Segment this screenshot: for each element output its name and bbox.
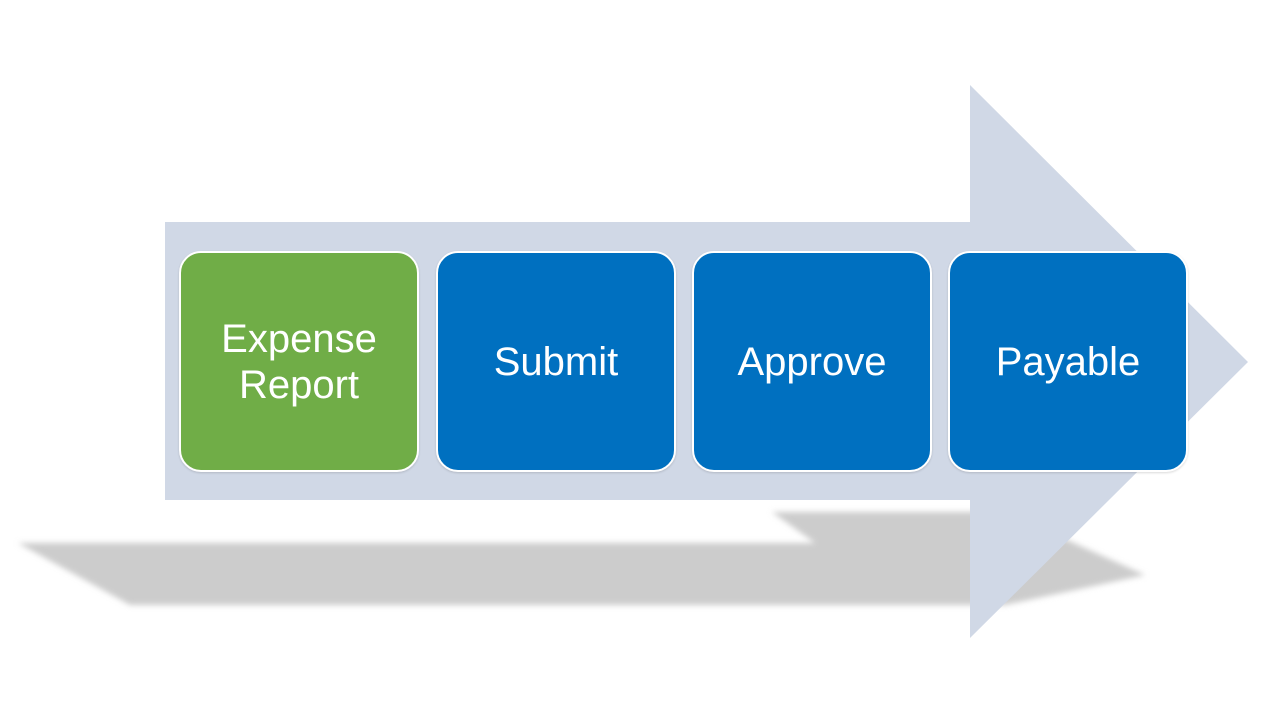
- step-payable: Payable: [948, 251, 1188, 472]
- step-label: Submit: [493, 339, 619, 384]
- step-label: Payable: [995, 339, 1141, 384]
- step-label: Expense Report: [221, 316, 377, 407]
- step-approve: Approve: [692, 251, 932, 472]
- step-expense-report: Expense Report: [179, 251, 419, 472]
- arrow-shadow: [18, 512, 1145, 605]
- step-submit: Submit: [436, 251, 676, 472]
- step-label: Approve: [737, 339, 887, 384]
